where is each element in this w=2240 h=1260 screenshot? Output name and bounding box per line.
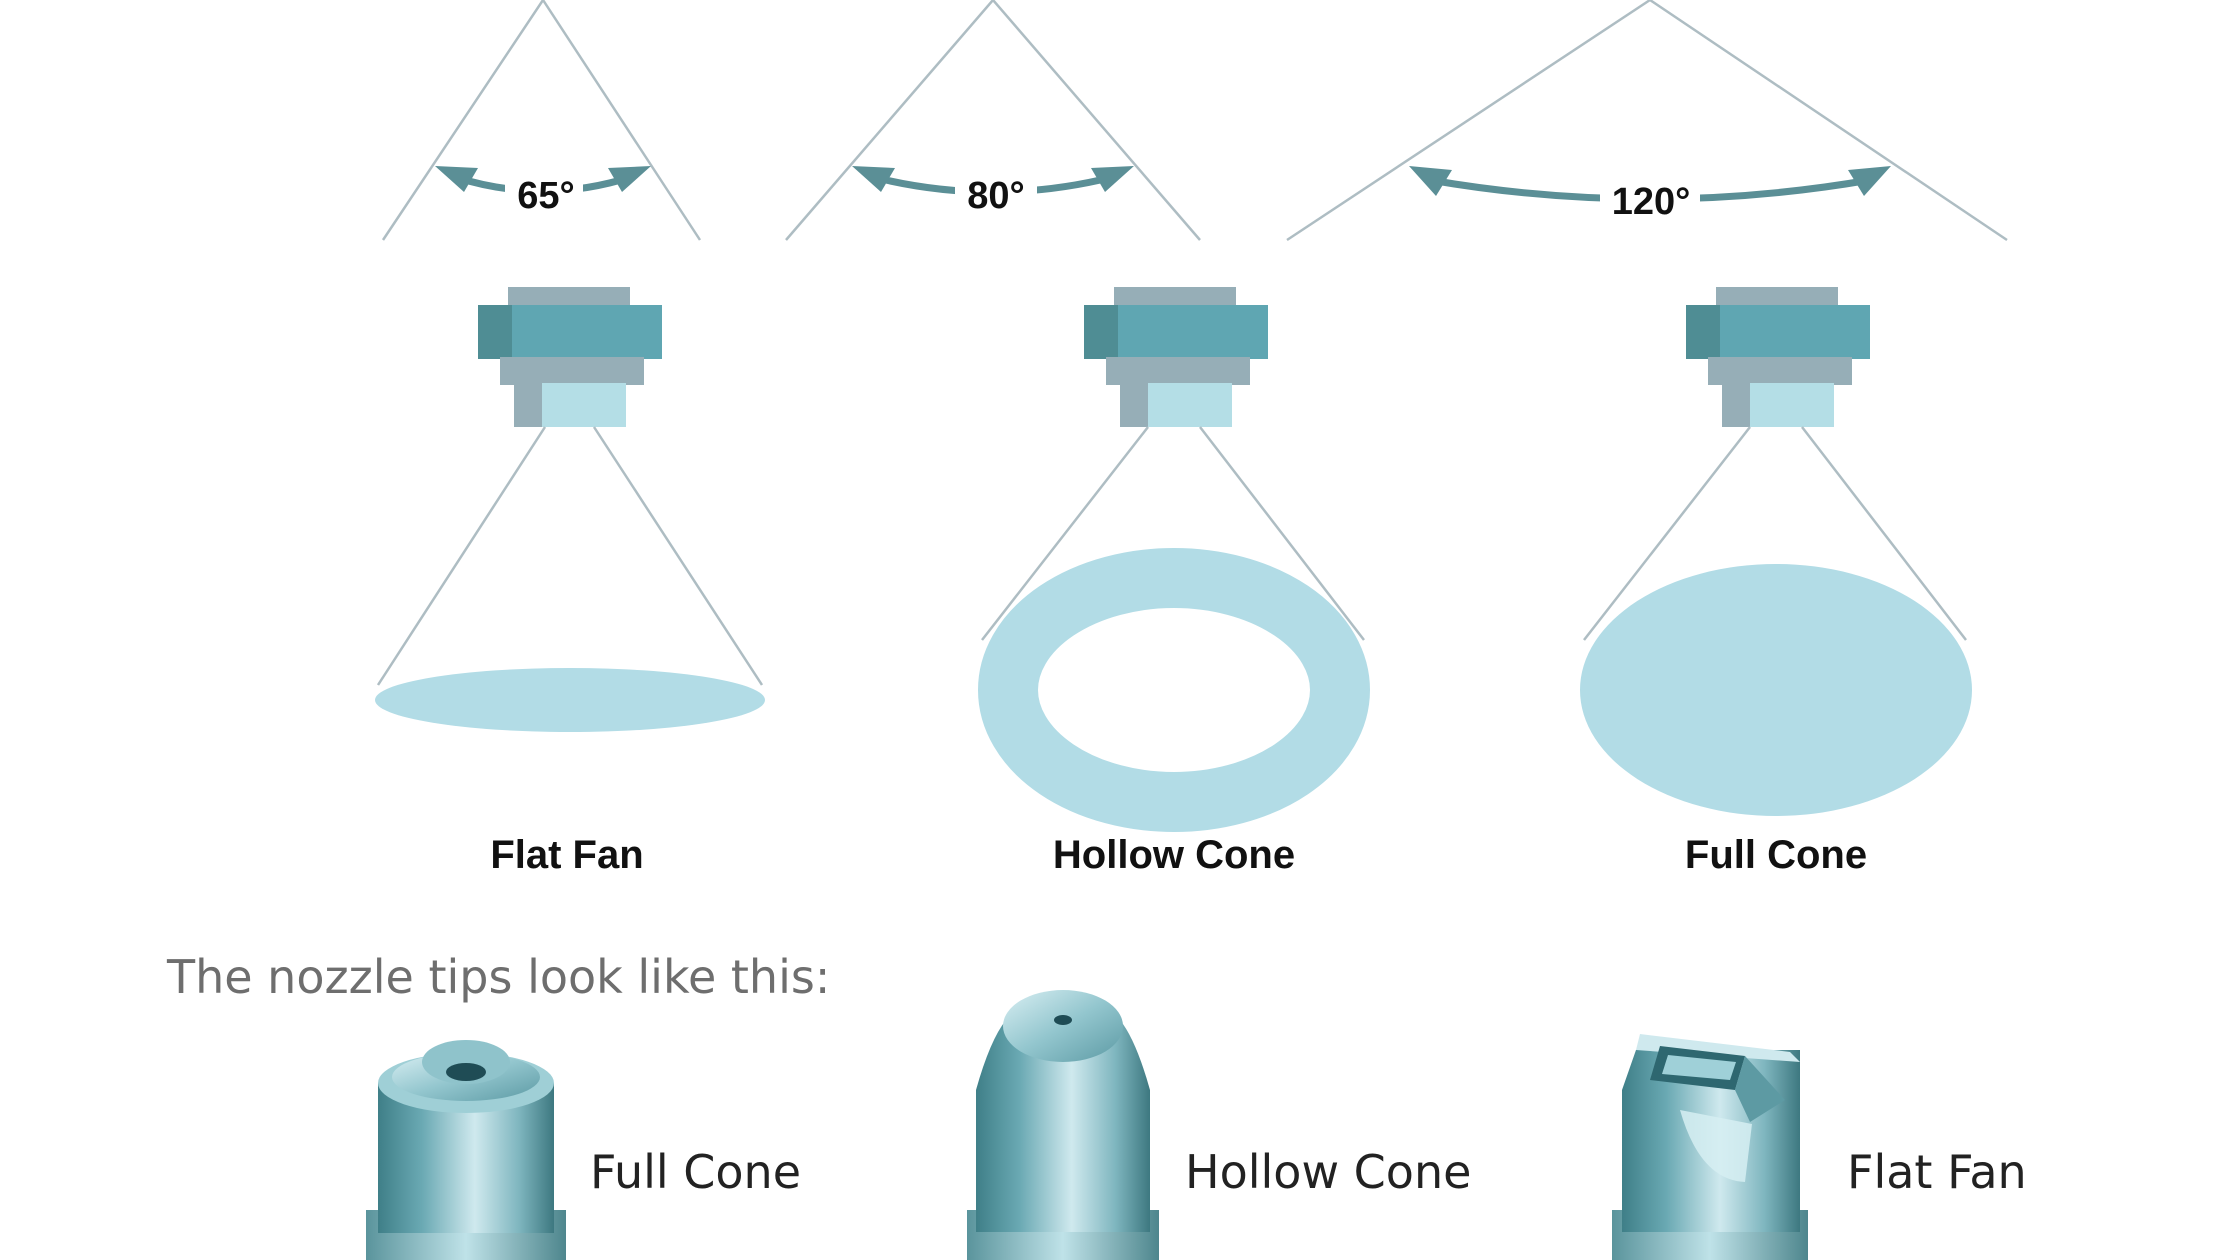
hollow-cone-tip-icon [967,990,1159,1260]
pattern-label-full-cone: Full Cone [1685,833,1867,877]
spray-pattern-flat-fan: 65° Flat Fan [375,0,765,877]
full-cone-spray-pattern [1580,564,1972,816]
angle-indicator-80: 80° [785,0,1201,241]
nozzle-body-icon [478,287,662,427]
hollow-cone-spray-pattern [978,548,1370,832]
flat-fan-spray-pattern [375,668,765,732]
pattern-label-flat-fan: Flat Fan [490,833,643,877]
spray-pattern-hollow-cone: 80° Hollow Cone [785,0,1370,877]
nozzle-tips-intro: The nozzle tips look like this: [166,950,830,1004]
full-cone-tip-icon [366,1040,566,1260]
flat-fan-tip-icon [1612,1034,1808,1260]
angle-label-65: 65° [517,175,574,217]
nozzle-body-icon [1084,287,1268,427]
nozzle-body-icon [1686,287,1870,427]
angle-indicator-65: 65° [381,0,702,241]
angle-label-120: 120° [1612,181,1691,223]
tip-label-full-cone: Full Cone [590,1145,801,1199]
tip-label-flat-fan: Flat Fan [1847,1145,2027,1199]
angle-indicator-120: 120° [1286,0,2008,242]
spray-pattern-full-cone: 120° Full Cone [1286,0,2008,877]
tip-label-hollow-cone: Hollow Cone [1185,1145,1471,1199]
pattern-label-hollow-cone: Hollow Cone [1053,833,1295,877]
angle-label-80: 80° [967,175,1024,217]
